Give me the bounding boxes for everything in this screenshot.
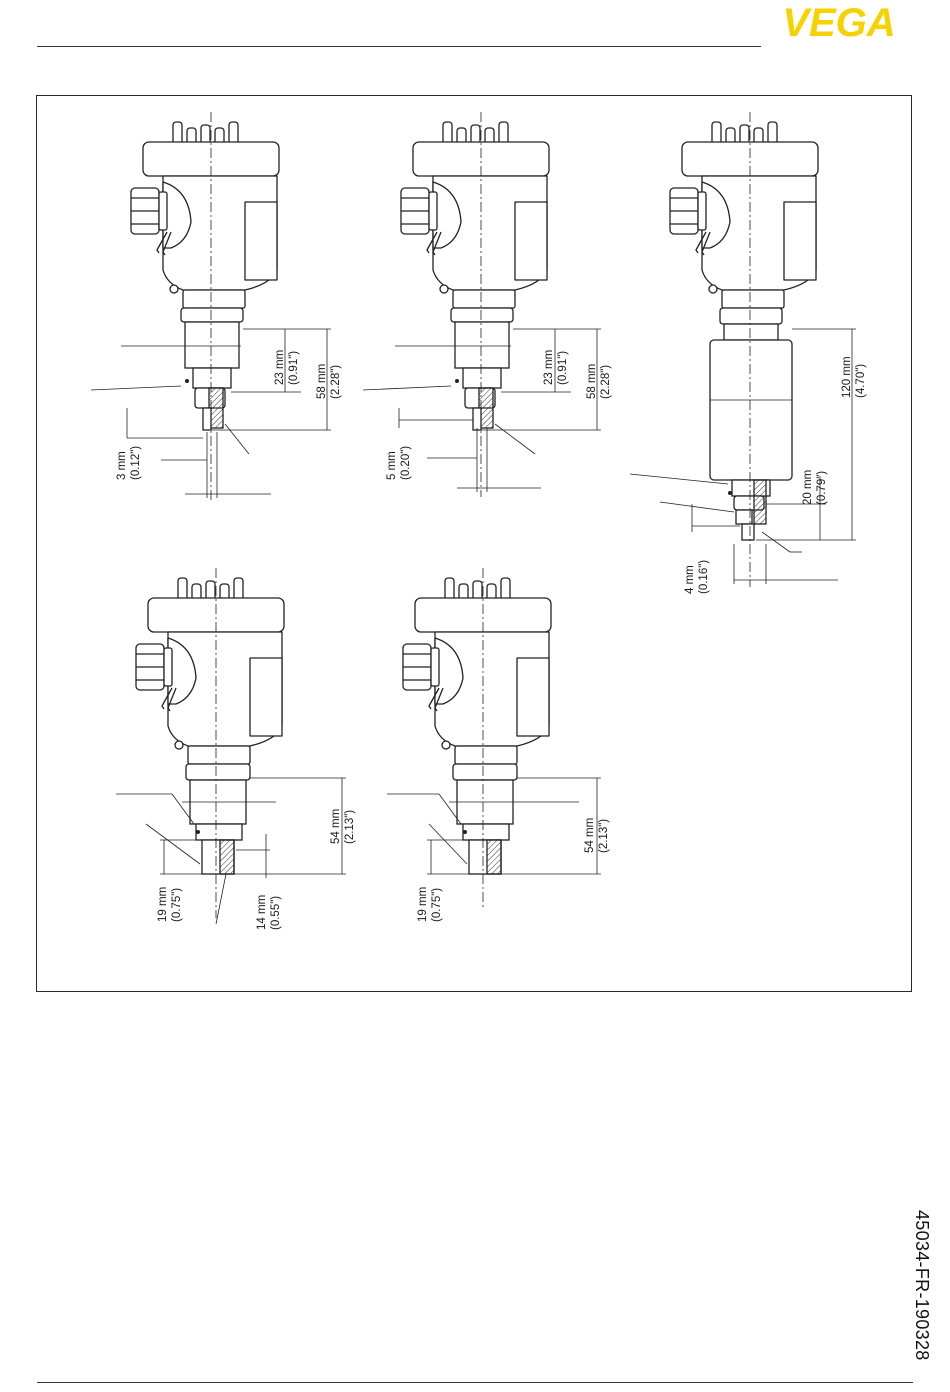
dim-5a-in: (2.13") [598, 819, 610, 853]
footer-rule [37, 1382, 913, 1383]
dim-3c-in: (0.16") [698, 560, 710, 594]
dim-4a-mm: 54 mm [330, 809, 342, 844]
dim-2a-mm: 23 mm [543, 350, 555, 385]
dim-2c-mm: 5 mm [386, 451, 398, 480]
dim-1c-in: (0.12") [130, 446, 142, 480]
dim-1b-in: (2.28") [330, 365, 342, 399]
dim-5b-mm: 19 mm [417, 887, 429, 922]
dim-1a-in: (0.91") [288, 351, 300, 385]
dim-3a-mm: 120 mm [841, 356, 853, 398]
dim-3c-mm: 4 mm [684, 565, 696, 594]
sensor-5-dimensions: 54 mm (2.13") 19 mm (0.75") [417, 818, 610, 922]
document-id-text: 45034-FR-190328 [911, 1210, 932, 1361]
dim-1b-mm: 58 mm [316, 364, 328, 399]
dim-5b-in: (0.75") [431, 888, 443, 922]
dim-4b-in: (0.75") [171, 888, 183, 922]
sensor-4-dimensions: 54 mm (2.13") 19 mm (0.75") 14 mm (0.55"… [157, 809, 356, 930]
dim-1c-mm: 3 mm [116, 451, 128, 480]
sensor-drawing-4 [116, 568, 346, 924]
dim-3b-in: (0.79") [816, 471, 828, 505]
dim-2c-in: (0.20") [400, 446, 412, 480]
dim-2b-mm: 58 mm [586, 364, 598, 399]
sensor-drawing-2 [363, 112, 601, 497]
dim-4b-mm: 19 mm [157, 887, 169, 922]
dim-1a-mm: 23 mm [274, 350, 286, 385]
dim-2b-in: (2.28") [600, 365, 612, 399]
sensor-drawing-5 [387, 568, 601, 908]
sensor-drawing-3 [630, 112, 856, 587]
dim-4a-in: (2.13") [344, 810, 356, 844]
dim-5a-mm: 54 mm [584, 818, 596, 853]
sensor-drawing-1 [91, 112, 331, 502]
dim-3a-in: (4.70") [855, 364, 867, 398]
dim-4c-in: (0.55") [270, 896, 282, 930]
dim-2a-in: (0.91") [557, 351, 569, 385]
dim-3b-mm: 20 mm [802, 470, 814, 505]
dim-4c-mm: 14 mm [256, 895, 268, 930]
